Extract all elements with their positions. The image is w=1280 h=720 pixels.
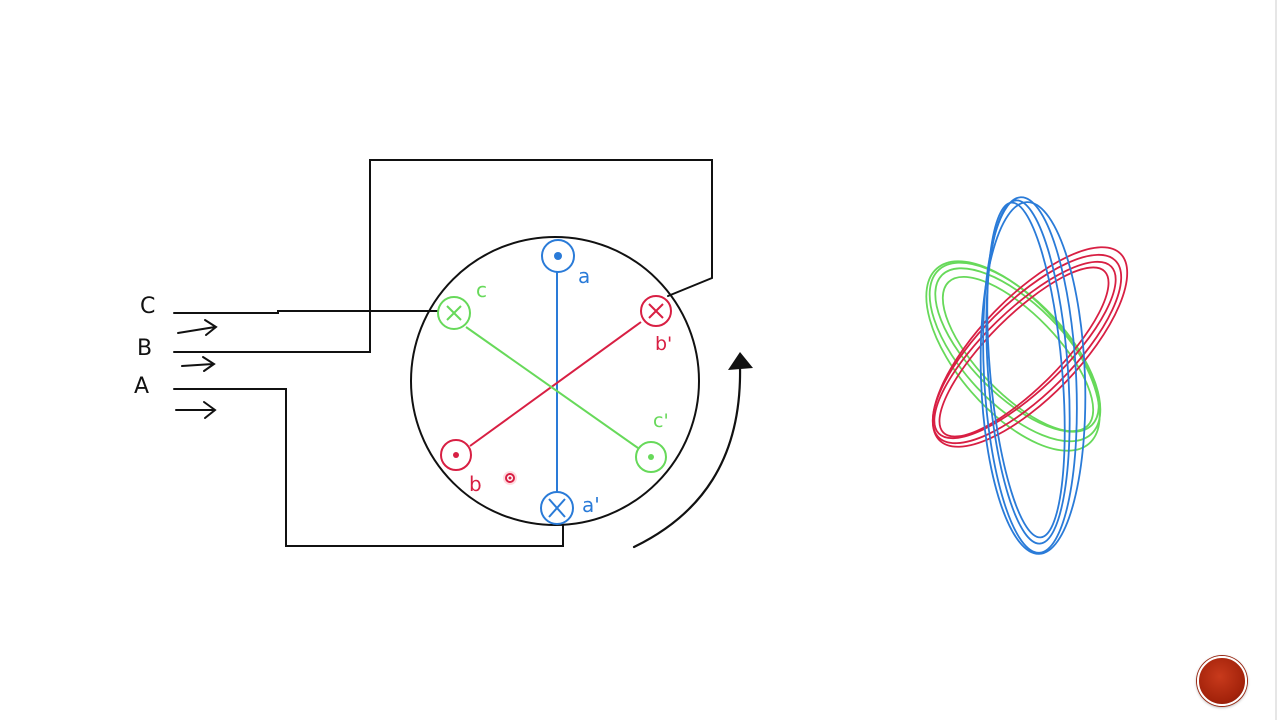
coil-c-cross bbox=[437, 296, 471, 330]
arrow-a bbox=[175, 401, 217, 419]
arrow-c bbox=[177, 319, 218, 336]
coil-a-prime-cross bbox=[540, 491, 574, 525]
supply-label-c: C bbox=[140, 294, 155, 319]
coil-label-c: c bbox=[476, 278, 487, 302]
next-slide-button[interactable] bbox=[1197, 656, 1247, 706]
coil-a-dot bbox=[541, 239, 575, 273]
phase-b-conductor bbox=[469, 321, 642, 447]
phase-c-conductor bbox=[465, 326, 639, 449]
coil-label-b-prime: b' bbox=[655, 333, 672, 355]
coil-label-a: a bbox=[578, 264, 590, 288]
supply-label-b: B bbox=[137, 336, 152, 361]
coil-label-b: b bbox=[469, 472, 482, 496]
arrow-b bbox=[181, 356, 216, 372]
coil-b-prime-cross bbox=[640, 295, 672, 327]
supply-label-a: A bbox=[134, 374, 149, 399]
supply-line-b bbox=[173, 159, 713, 353]
supply-line-c bbox=[173, 310, 439, 314]
supply-line-a bbox=[173, 388, 564, 547]
coil-label-c-prime: c' bbox=[653, 410, 669, 432]
phase-a-field-loops bbox=[979, 196, 1087, 555]
coil-label-a-prime: a' bbox=[582, 493, 600, 517]
stator-circle bbox=[410, 236, 700, 526]
phase-b-field-loops bbox=[931, 246, 1129, 448]
curved-arrow-icon bbox=[632, 352, 753, 549]
supply-lines bbox=[173, 159, 713, 547]
phase-c-field-loops bbox=[925, 260, 1102, 452]
coil-c-prime-dot bbox=[635, 441, 667, 473]
rotating-field-sketch bbox=[925, 196, 1129, 555]
coil-b-dot bbox=[440, 439, 472, 471]
pointer-dot bbox=[503, 471, 517, 485]
slide-edge-divider bbox=[1275, 0, 1277, 720]
